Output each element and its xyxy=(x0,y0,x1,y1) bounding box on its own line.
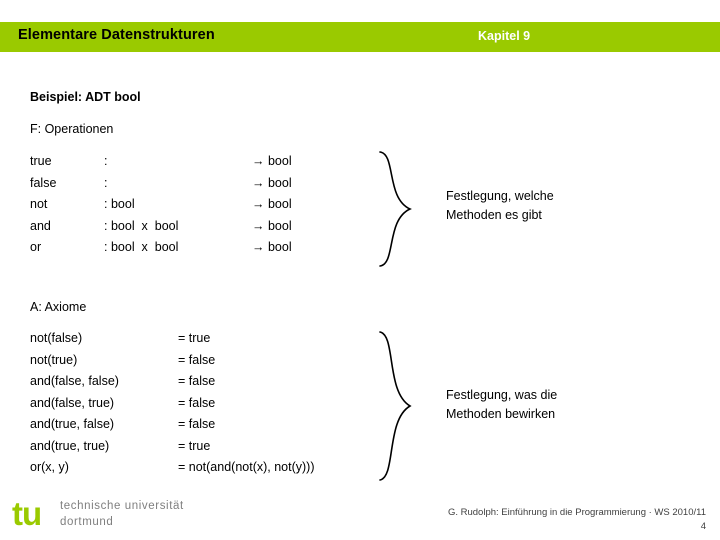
operation-signature: : xyxy=(104,176,252,198)
table-row: or : bool x bool → bool xyxy=(30,240,332,262)
operation-signature: : bool x bool xyxy=(104,219,252,241)
footer-page-number: 4 xyxy=(700,521,706,532)
operation-domain: bool x bool xyxy=(110,240,179,254)
operations-note-line1: Festlegung, welche xyxy=(446,189,554,203)
tu-logo-line2: dortmund xyxy=(60,516,114,528)
operation-range: → bool xyxy=(252,175,292,190)
table-row: false : → bool xyxy=(30,176,332,198)
operation-range: → bool xyxy=(252,240,292,254)
example-title: Beispiel: ADT bool xyxy=(30,90,141,104)
axiom-lhs: not(true) xyxy=(30,352,78,367)
table-row: or(x, y) = not(and(not(x), not(y))) xyxy=(30,460,315,482)
table-row: not(false) = true xyxy=(30,331,315,353)
axiom-rhs: = false xyxy=(178,374,216,388)
operation-signature: : bool xyxy=(104,197,252,219)
section-operations-label: F: Operationen xyxy=(30,122,114,136)
operations-table: true : → bool false : → bool not : bool … xyxy=(30,154,332,262)
operation-domain: bool x bool xyxy=(110,218,179,233)
operation-colon: : xyxy=(104,154,108,168)
operation-range: → bool xyxy=(252,218,292,233)
table-row: true : → bool xyxy=(30,154,332,176)
axiom-rhs: = false xyxy=(178,395,216,410)
table-row: and : bool x bool → bool xyxy=(30,219,332,241)
operation-domain: bool xyxy=(110,197,135,211)
page-title: Elementare Datenstrukturen xyxy=(18,27,215,43)
table-row: and(true, true) = true xyxy=(30,439,315,461)
axiom-lhs: and(true, true) xyxy=(30,438,110,453)
operations-brace xyxy=(378,150,414,268)
operation-name: or xyxy=(30,240,42,254)
axiom-rhs: = false xyxy=(178,352,216,367)
operation-signature: : bool x bool xyxy=(104,240,252,262)
axiom-rhs: = not(and(not(x), not(y))) xyxy=(178,460,315,474)
axioms-note: Festlegung, was die Methoden bewirken xyxy=(446,386,557,424)
axioms-note-line1: Festlegung, was die xyxy=(446,388,558,402)
table-row: and(true, false) = false xyxy=(30,417,315,439)
operation-name: false xyxy=(30,175,57,190)
table-row: and(false, true) = false xyxy=(30,396,315,418)
table-row: not : bool → bool xyxy=(30,197,332,219)
chapter-label: Kapitel 9 xyxy=(478,29,531,43)
axiom-lhs: or(x, y) xyxy=(30,460,69,474)
axiom-rhs: = false xyxy=(178,417,216,431)
operation-colon: : xyxy=(104,197,108,211)
footer-credit: G. Rudolph: Einführung in die Programmie… xyxy=(447,507,706,518)
axioms-table: not(false) = true not(true) = false and(… xyxy=(30,331,315,482)
axiom-lhs: and(true, false) xyxy=(30,417,115,431)
operation-signature: : xyxy=(104,154,252,176)
table-row: and(false, false) = false xyxy=(30,374,315,396)
axioms-brace xyxy=(378,330,414,482)
axiom-lhs: not(false) xyxy=(30,331,83,345)
axiom-lhs: and(false, true) xyxy=(30,395,115,410)
section-axioms-label: A: Axiome xyxy=(30,300,87,314)
tu-dortmund-logo: tu technische universität dortmund xyxy=(12,497,202,533)
operation-colon: : xyxy=(104,175,108,190)
axiom-lhs: and(false, false) xyxy=(30,374,119,388)
operations-note: Festlegung, welche Methoden es gibt xyxy=(446,187,554,225)
header-bar xyxy=(0,22,720,52)
operation-colon: : xyxy=(104,240,108,254)
operation-range: → bool xyxy=(252,154,292,168)
axiom-rhs: = true xyxy=(178,438,211,453)
table-row: not(true) = false xyxy=(30,353,315,375)
operation-name: true xyxy=(30,154,52,168)
axiom-rhs: = true xyxy=(178,331,211,345)
operation-colon: : xyxy=(104,218,108,233)
tu-logo-mark: tu xyxy=(12,495,42,532)
operation-name: and xyxy=(30,218,51,233)
operation-range: → bool xyxy=(252,197,292,211)
tu-logo-line1: technische universität xyxy=(60,500,184,512)
operations-note-line2: Methoden es gibt xyxy=(446,208,542,222)
operation-name: not xyxy=(30,197,48,211)
axioms-note-line2: Methoden bewirken xyxy=(446,407,556,421)
